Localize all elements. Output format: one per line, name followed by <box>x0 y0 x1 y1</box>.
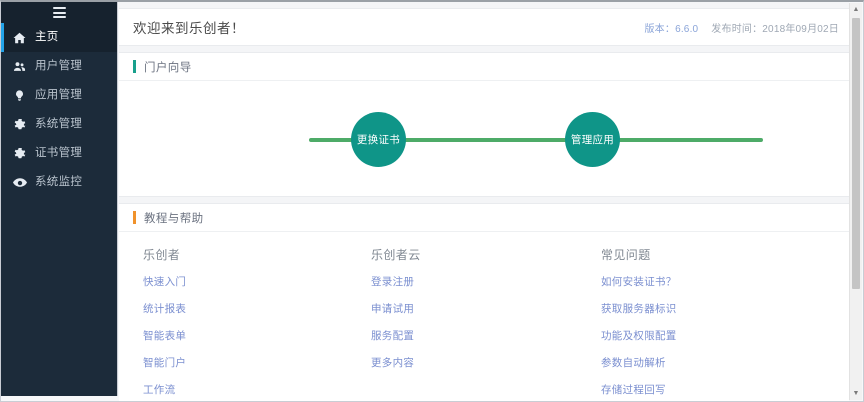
main-content: 欢迎来到乐创者！ 版本：6.6.0 发布时间：2018年09月02日 门户向导 … <box>119 2 849 401</box>
help-link[interactable]: 统计报表 <box>143 303 187 315</box>
portal-wizard-card: 门户向导 更换证书 管理应用 <box>119 52 849 197</box>
wizard-connector-line <box>309 138 763 142</box>
wizard-node-label: 更换证书 <box>356 134 401 146</box>
help-column-heading: 常见问题 <box>601 248 651 262</box>
wizard-node-manage-application[interactable]: 管理应用 <box>565 112 620 167</box>
wizard-diagram: 更换证书 管理应用 <box>119 81 849 196</box>
users-icon <box>12 60 27 74</box>
wizard-node-label: 管理应用 <box>570 134 615 146</box>
help-column-heading: 乐创者 <box>143 248 181 262</box>
help-columns: 乐创者 快速入门 统计报表 智能表单 智能门户 工作流 更多内容 乐创者云 登录… <box>119 232 849 401</box>
help-link[interactable]: 更多内容 <box>371 357 415 369</box>
sidebar-item-user-management[interactable]: 用户管理 <box>1 52 117 81</box>
sidebar-item-home[interactable]: 主页 <box>1 23 117 52</box>
version-info: 版本：6.6.0 发布时间：2018年09月02日 <box>644 20 839 35</box>
help-header: 教程与帮助 <box>119 204 849 232</box>
help-link[interactable]: 如何安装证书？ <box>601 276 677 288</box>
home-icon <box>12 31 27 45</box>
portal-wizard-header: 门户向导 <box>119 53 849 81</box>
page-title: 欢迎来到乐创者！ <box>133 21 245 36</box>
help-link[interactable]: 参数自动解析 <box>601 357 666 369</box>
version-label: 版本：6.6.0 <box>644 23 699 35</box>
scroll-up-arrow[interactable]: ▲ <box>852 6 860 13</box>
scroll-down-arrow[interactable]: ▼ <box>852 390 860 397</box>
scrollbar-track[interactable] <box>850 16 862 387</box>
help-link[interactable]: 服务配置 <box>371 330 415 342</box>
sidebar-item-label: 主页 <box>35 30 59 43</box>
gear-icon <box>12 118 27 132</box>
sidebar-item-label: 系统监控 <box>35 175 83 188</box>
help-column-lechuangzhe-cloud: 乐创者云 登录注册 申请试用 服务配置 更多内容 <box>347 246 577 401</box>
welcome-bar: 欢迎来到乐创者！ 版本：6.6.0 发布时间：2018年09月02日 <box>119 8 849 46</box>
release-date-label: 发布时间：2018年09月02日 <box>711 23 839 35</box>
sidebar-item-system-management[interactable]: 系统管理 <box>1 110 117 139</box>
accent-bar <box>133 60 136 73</box>
vertical-scrollbar[interactable]: ▲ ▼ <box>849 3 862 400</box>
sidebar-item-system-monitor[interactable]: 系统监控 <box>1 168 117 197</box>
sidebar-item-application-management[interactable]: 应用管理 <box>1 81 117 110</box>
help-link[interactable]: 智能表单 <box>143 330 187 342</box>
sidebar-header <box>1 2 117 23</box>
help-link[interactable]: 功能及权限配置 <box>601 330 677 342</box>
hamburger-icon[interactable] <box>52 7 66 18</box>
section-title: 教程与帮助 <box>144 212 204 225</box>
help-link[interactable]: 申请试用 <box>371 303 415 315</box>
help-link[interactable]: 快速入门 <box>143 276 187 288</box>
sidebar-item-label: 证书管理 <box>35 146 83 159</box>
sidebar-item-label: 应用管理 <box>35 88 83 101</box>
sidebar-item-label: 用户管理 <box>35 59 83 72</box>
help-link[interactable]: 工作流 <box>143 384 176 396</box>
sidebar-item-certificate-management[interactable]: 证书管理 <box>1 139 117 168</box>
help-card: 教程与帮助 乐创者 快速入门 统计报表 智能表单 智能门户 工作流 更多内容 乐… <box>119 203 849 401</box>
help-link[interactable]: 存储过程回写 <box>601 384 666 396</box>
sidebar: 主页 用户管理 应用管理 系统管理 证书管理 <box>1 2 118 396</box>
bulb-icon <box>12 89 27 103</box>
wizard-node-replace-certificate[interactable]: 更换证书 <box>351 112 406 167</box>
help-link[interactable]: 登录注册 <box>371 276 415 288</box>
help-link[interactable]: 智能门户 <box>143 357 187 369</box>
scrollbar-thumb[interactable] <box>852 18 860 289</box>
help-column-heading: 乐创者云 <box>371 248 421 262</box>
accent-bar <box>133 211 136 224</box>
help-column-faq: 常见问题 如何安装证书？ 获取服务器标识 功能及权限配置 参数自动解析 存储过程… <box>577 246 817 401</box>
help-link[interactable]: 获取服务器标识 <box>601 303 677 315</box>
gear-icon <box>12 147 27 161</box>
section-title: 门户向导 <box>144 61 192 74</box>
sidebar-item-label: 系统管理 <box>35 117 83 130</box>
help-column-lechuangzhe: 乐创者 快速入门 统计报表 智能表单 智能门户 工作流 更多内容 <box>119 246 347 401</box>
eye-icon <box>12 176 27 190</box>
